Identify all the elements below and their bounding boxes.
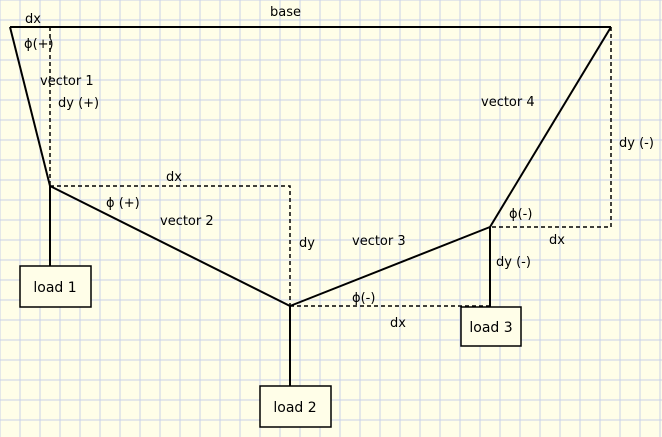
vector3-line (289, 226, 491, 307)
dy-label-vector2: dy (299, 236, 315, 251)
dx-label-vector3: dx (390, 316, 406, 331)
load1-box (19, 265, 92, 308)
phi-label-vector4: ϕ(-) (509, 207, 532, 222)
dxdy-dashed-vector2 (50, 185, 291, 306)
dx-label-top: dx (25, 12, 41, 27)
vector1-line (9, 26, 51, 187)
phi-label-vector1: ϕ(+) (24, 37, 54, 52)
phi-label-vector3: ϕ(-) (352, 291, 375, 306)
dy-label-vector4: dy (-) (619, 136, 654, 151)
load1-label: load 1 (33, 280, 76, 296)
vector4-line (489, 26, 612, 228)
vector4-label: vector 4 (481, 95, 535, 110)
base-label: base (270, 5, 301, 20)
vector2-line (49, 185, 291, 307)
load2-box (259, 385, 332, 428)
dx-label-vector2: dx (166, 170, 182, 185)
vector2-label: vector 2 (160, 214, 214, 229)
load3-box (460, 306, 522, 347)
dxdy-dashed-vector4 (490, 27, 612, 228)
load3-label: load 3 (469, 320, 512, 336)
vector3-label: vector 3 (352, 234, 406, 249)
vector1-label: vector 1 (40, 74, 94, 89)
load2-label: load 2 (273, 400, 316, 416)
dy-label-vector1: dy (+) (58, 96, 99, 111)
dx-label-vector4: dx (549, 233, 565, 248)
phi-label-vector2: ϕ (+) (106, 196, 140, 211)
dy-label-vector3: dy (-) (496, 255, 531, 270)
